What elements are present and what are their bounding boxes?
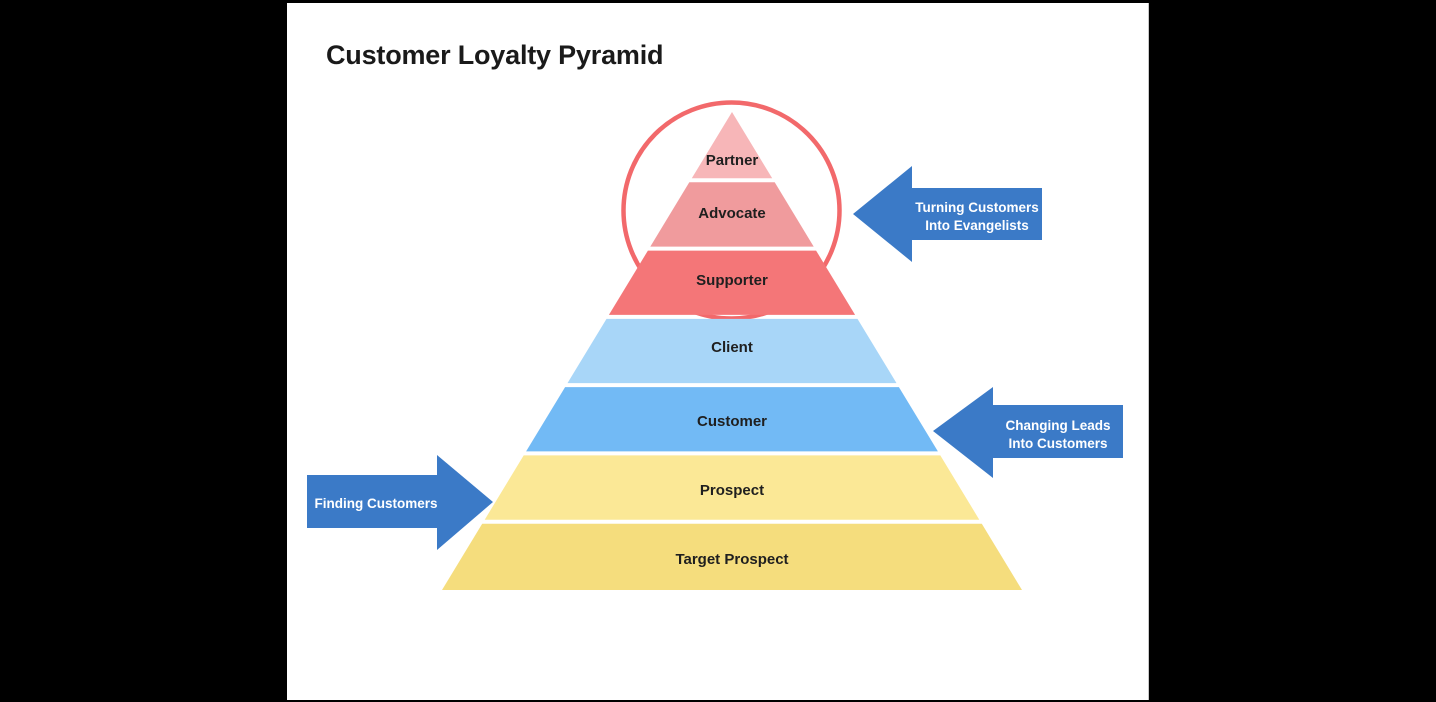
annotation-leads: Changing Leads Into Customers: [933, 387, 1123, 478]
left-arrow-icon: [933, 387, 1123, 478]
pyramid-level-partner: [691, 112, 773, 179]
annotation-evangelists: Turning Customers Into Evangelists: [853, 166, 1042, 262]
level-label-supporter: Supporter: [696, 272, 768, 289]
highlight-circle: [621, 100, 842, 321]
left-arrow-icon: [853, 166, 1042, 262]
annotation-finding: Finding Customers: [307, 455, 493, 550]
level-label-customer: Customer: [697, 413, 767, 430]
level-label-prospect: Prospect: [700, 482, 764, 499]
annotation-evangelists-line1: Turning Customers: [915, 200, 1039, 215]
annotation-leads-line2: Into Customers: [1008, 436, 1107, 451]
pyramid-level-client: [567, 318, 897, 384]
page-title: Customer Loyalty Pyramid: [326, 40, 664, 70]
annotation-evangelists-line2: Into Evangelists: [925, 218, 1029, 233]
level-label-advocate: Advocate: [698, 205, 766, 222]
annotation-finding-line1: Finding Customers: [314, 496, 437, 511]
level-label-target-prospect: Target Prospect: [675, 551, 788, 568]
pyramid-level-supporter: [608, 250, 856, 315]
annotation-leads-line1: Changing Leads: [1005, 418, 1110, 433]
level-label-partner: Partner: [706, 152, 759, 169]
pyramid-level-prospect: [484, 455, 980, 520]
pyramid-level-target-prospect: [442, 523, 1022, 590]
right-arrow-icon: [307, 455, 493, 550]
pyramid-level-customer: [526, 387, 938, 452]
level-label-client: Client: [711, 339, 753, 356]
pyramid-level-advocate: [650, 182, 814, 247]
